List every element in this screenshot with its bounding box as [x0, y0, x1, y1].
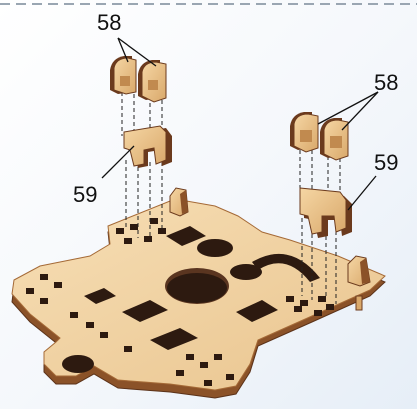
base-curved-slot	[252, 253, 320, 282]
slot	[176, 370, 184, 376]
slot	[124, 346, 132, 352]
callout-59-left: 59	[73, 182, 97, 207]
base-oval-hole-1	[230, 264, 262, 280]
part-58-left-a	[110, 56, 137, 95]
leader-59-left	[101, 145, 135, 179]
leader-58-right-a	[317, 91, 379, 125]
slot	[86, 322, 94, 328]
leader-58-right-b	[341, 91, 379, 131]
slot	[150, 218, 158, 224]
base-square-slots	[26, 218, 334, 386]
callout-58-top-right: 58	[374, 70, 398, 95]
base-small-hole	[62, 355, 94, 373]
slot	[124, 238, 132, 244]
part-58-left-b	[138, 60, 167, 103]
slot	[100, 332, 108, 338]
base-rect-hole-3	[236, 300, 278, 322]
leader-59-right	[347, 175, 377, 211]
part-59-left	[123, 125, 172, 168]
slot	[54, 282, 62, 288]
base-rect-hole-1	[122, 300, 168, 322]
slot	[204, 380, 212, 386]
slot	[158, 228, 166, 234]
guide-lines	[121, 92, 341, 304]
base-rect-hole-5	[84, 288, 116, 304]
callout-58-top-left: 58	[97, 10, 121, 35]
slot	[186, 354, 194, 360]
base-plate	[11, 198, 386, 399]
base-large-hole-depth	[167, 273, 227, 303]
slot	[326, 304, 334, 310]
base-rect-hole-4	[166, 226, 206, 246]
callout-leaders	[101, 37, 379, 211]
slot	[226, 374, 234, 380]
callout-59-right: 59	[374, 150, 398, 175]
slot	[144, 236, 152, 242]
base-rect-hole-2	[150, 328, 198, 350]
base-peg	[355, 295, 363, 311]
part-58-right-a	[290, 112, 319, 153]
base-standing-tab-left	[169, 187, 189, 217]
slot	[130, 224, 138, 230]
slot	[214, 354, 222, 360]
slot	[40, 274, 48, 280]
slot	[314, 310, 322, 316]
slot	[286, 296, 294, 302]
base-standing-tab-right	[347, 255, 371, 287]
slot	[40, 298, 48, 304]
slot	[200, 362, 208, 368]
slot	[318, 296, 326, 302]
base-oval-hole-2	[197, 239, 233, 257]
part-58-right-b	[320, 118, 349, 161]
part-59-right	[299, 187, 352, 238]
slot	[116, 228, 124, 234]
slot	[70, 312, 78, 318]
slot	[294, 306, 302, 312]
slot	[300, 300, 308, 306]
leader-58-left-b	[117, 37, 157, 67]
leader-58-left-a	[117, 37, 129, 63]
slot	[26, 288, 34, 294]
